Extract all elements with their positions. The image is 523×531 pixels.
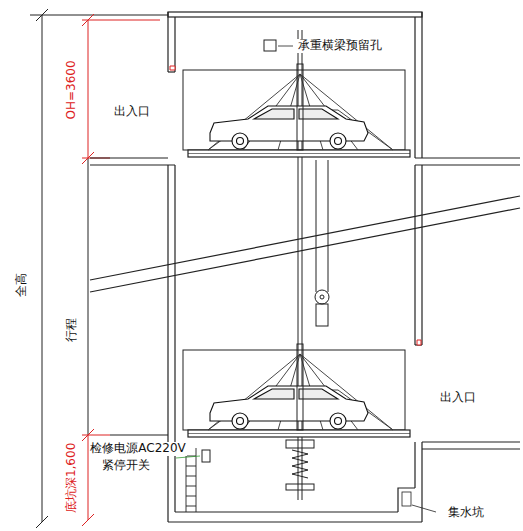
overhead-dimension: OH=3600 [65, 59, 79, 120]
emergency-stop-label: 紧停开关 [101, 459, 151, 473]
beam-hole-label: 承重横梁预留孔 [297, 39, 383, 53]
sump-label: 集水坑 [447, 506, 485, 520]
entrance-label: 出入口 [113, 105, 151, 119]
travel-dimension: 行程 [65, 317, 79, 343]
total-height-dimension: 全高 [15, 272, 29, 298]
service-power-label: 检修电源AC220V [89, 442, 187, 456]
entrance-label: 出入口 [439, 391, 477, 405]
pit-depth-dimension: 底坑深1,600 [65, 442, 79, 514]
